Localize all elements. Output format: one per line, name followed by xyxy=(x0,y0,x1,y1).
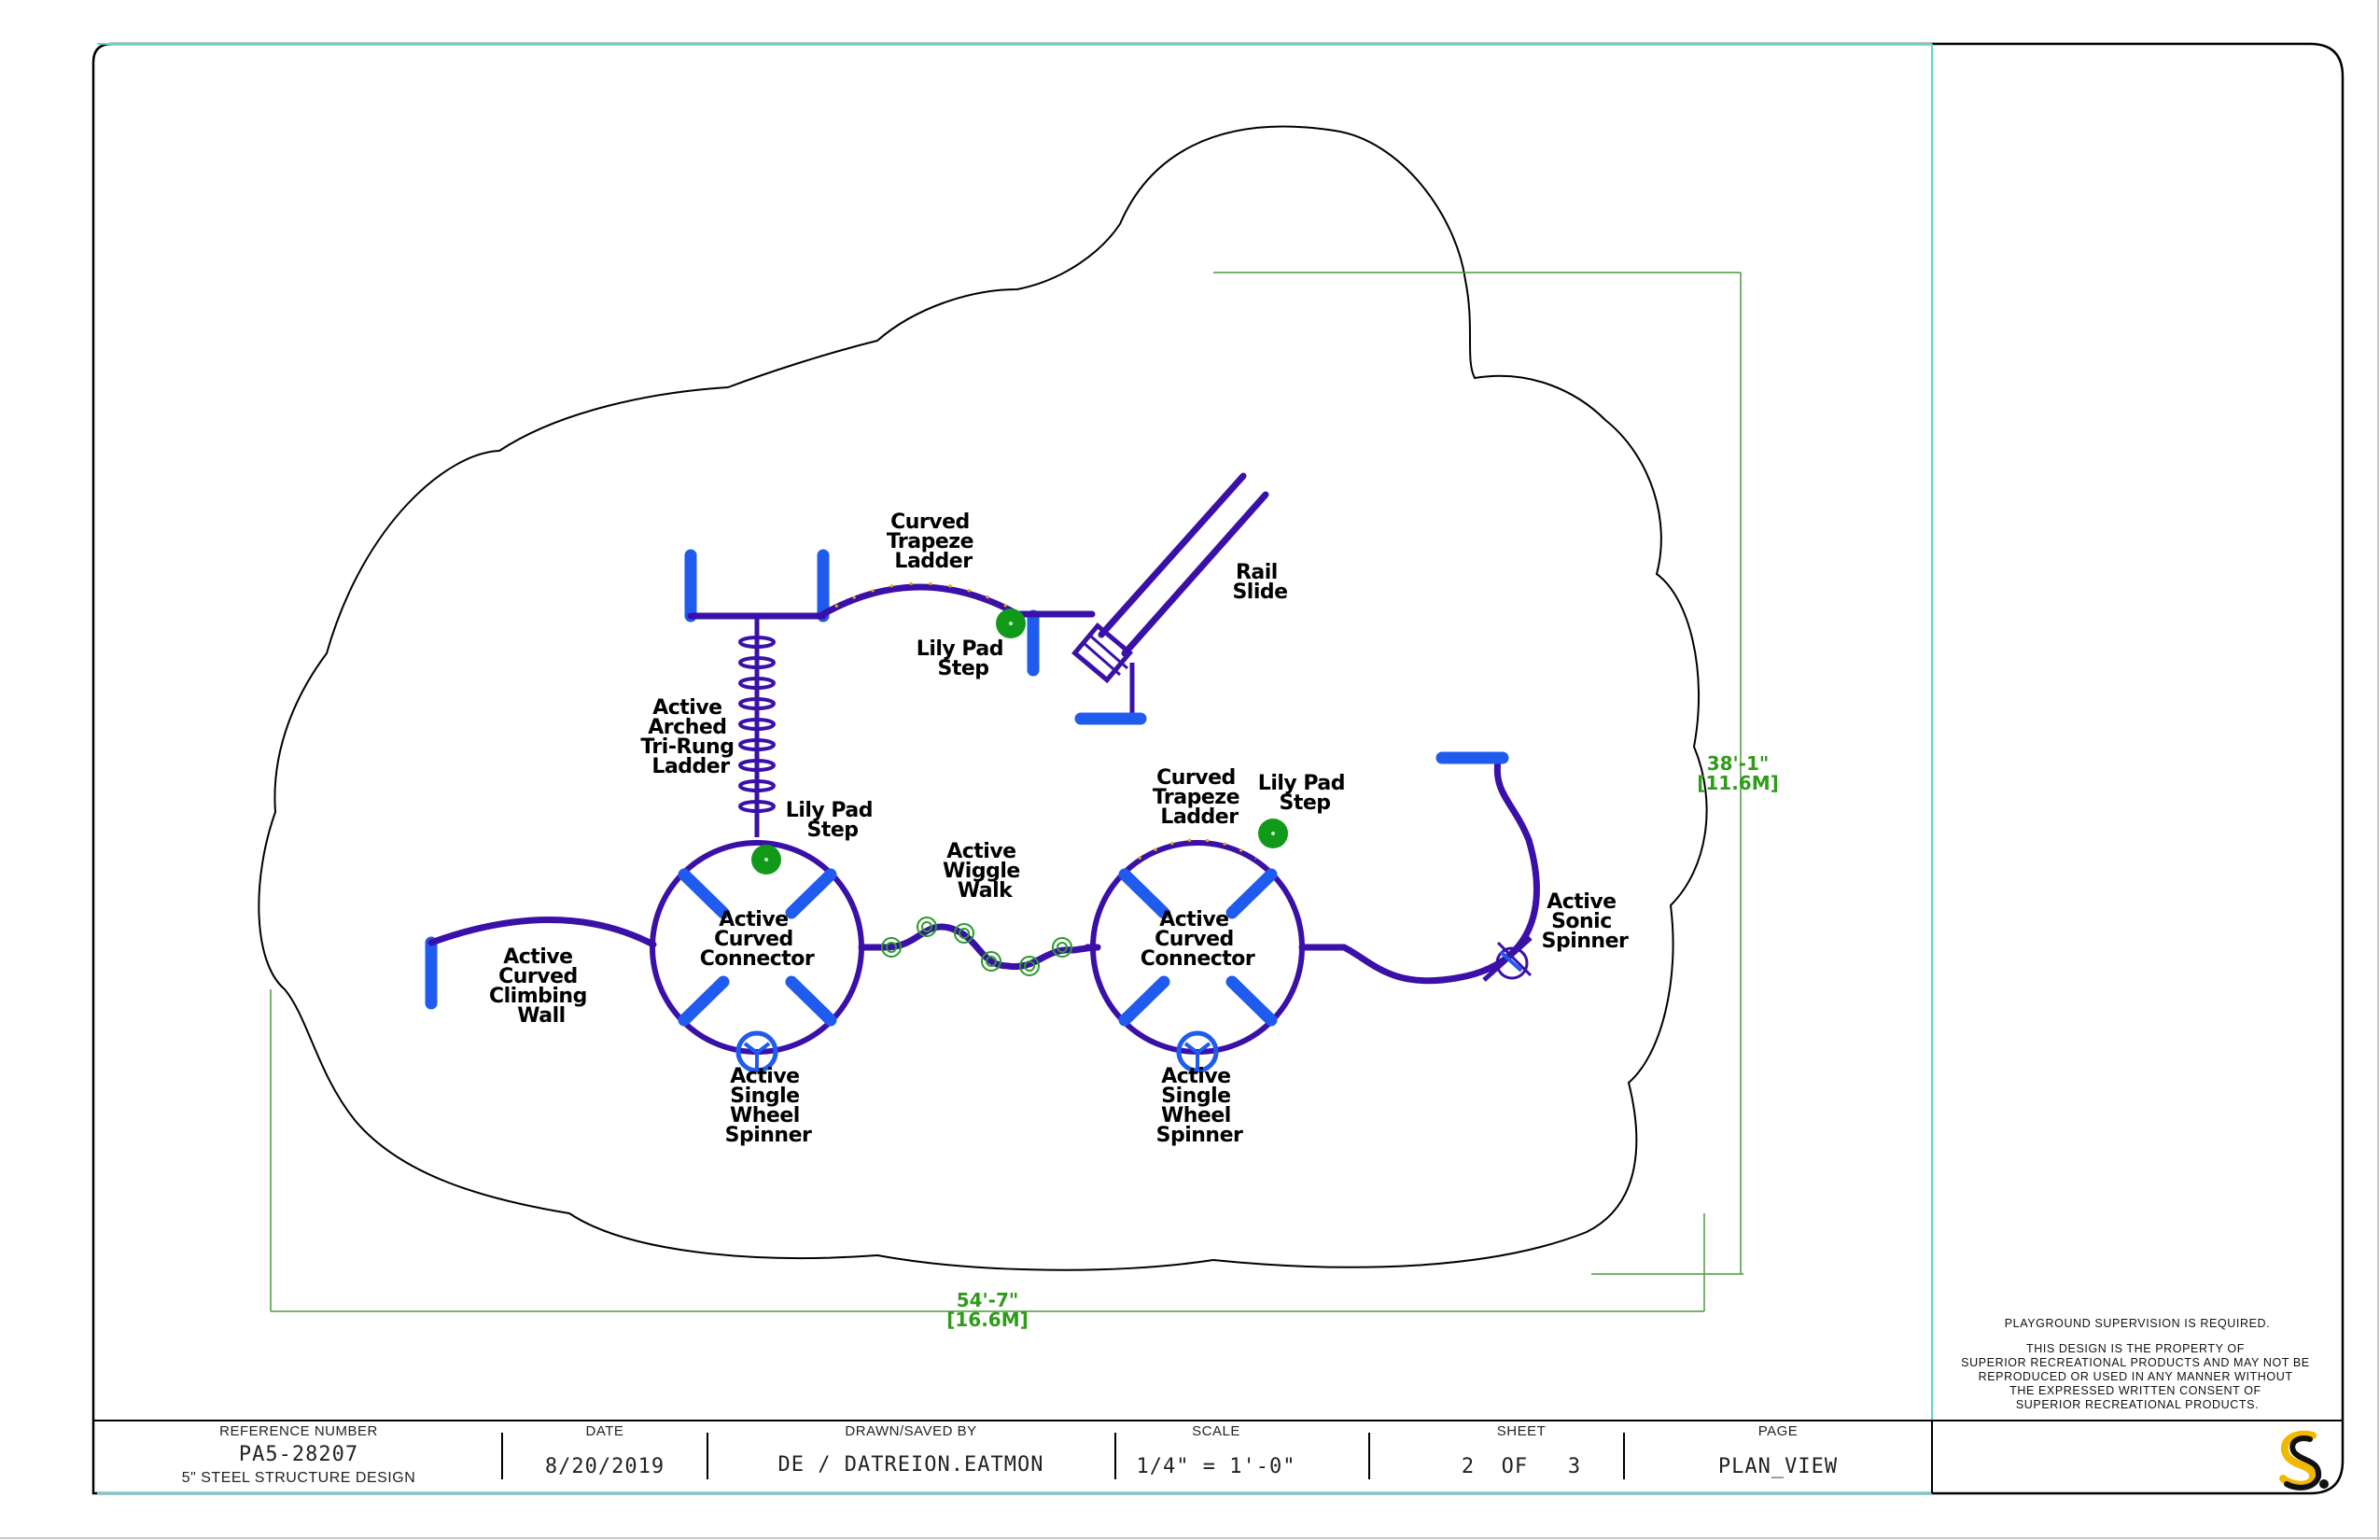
dimension-lines xyxy=(270,272,1743,1312)
svg-text:38'-1": 38'-1" xyxy=(1707,752,1770,775)
label-connector-right: Active Curved Connector xyxy=(1141,908,1255,971)
superior-s-logo-icon xyxy=(2279,1430,2329,1491)
title-block: REFERENCE NUMBER PA5-28207 5" STEEL STRU… xyxy=(182,1423,1838,1486)
curved-connector-right xyxy=(1084,840,1305,1055)
dimension-height: 38'-1" [11.6M] xyxy=(1697,752,1779,794)
drawing-border xyxy=(91,42,2345,1495)
label-wheel-spinner-left: Active Single Wheel Spinner xyxy=(725,1065,812,1147)
page-header: PAGE xyxy=(1758,1423,1799,1439)
scale-value: 1/4" = 1'-0" xyxy=(1137,1455,1296,1478)
label-lily-pad-top: Lily Pad Step xyxy=(917,637,1010,680)
label-curved-trapeze-top: Curved Trapeze Ladder xyxy=(887,511,980,573)
label-lily-pad-right: Lily Pad Step xyxy=(1258,772,1351,815)
svg-text:[11.6M]: [11.6M] xyxy=(1697,772,1779,794)
reference-sub: 5" STEEL STRUCTURE DESIGN xyxy=(182,1470,416,1486)
reference-value: PA5-28207 xyxy=(239,1443,358,1466)
legal-notes: PLAYGROUND SUPERVISION IS REQUIRED. THIS… xyxy=(1961,1317,2314,1411)
date-value: 8/20/2019 xyxy=(545,1455,665,1478)
supervision-note: PLAYGROUND SUPERVISION IS REQUIRED. xyxy=(2005,1317,2270,1330)
wheel-spinner-right xyxy=(1176,1030,1219,1073)
label-lily-pad-left: Lily Pad Step xyxy=(786,799,879,842)
wiggle-walk xyxy=(858,917,1101,976)
property-note: THIS DESIGN IS THE PROPERTY OF SUPERIOR … xyxy=(1961,1342,2314,1411)
label-curved-trapeze-right: Curved Trapeze Ladder xyxy=(1153,766,1246,829)
label-rail-slide: Rail Slide xyxy=(1232,561,1287,604)
dimension-width: 54'-7" [16.6M] xyxy=(946,1289,1029,1331)
label-climbing-wall: Active Curved Climbing Wall xyxy=(489,945,594,1028)
sheet-value: 2 OF 3 xyxy=(1462,1455,1581,1478)
label-sonic-spinner: Active Sonic Spinner xyxy=(1542,890,1629,953)
use-zone-boundary xyxy=(258,125,1708,1271)
drawn-value: DE / DATREION.EATMON xyxy=(778,1453,1044,1477)
label-wiggle-walk: Active Wiggle Walk xyxy=(943,840,1027,903)
page-value: PLAN_VIEW xyxy=(1718,1455,1838,1478)
sonic-spinner xyxy=(1298,751,1540,985)
arched-tri-rung-ladder xyxy=(738,616,776,837)
svg-text:[16.6M]: [16.6M] xyxy=(946,1309,1029,1331)
wheel-spinner-left xyxy=(735,1030,778,1073)
curved-trapeze-ladder-top xyxy=(819,581,1096,618)
drawn-header: DRAWN/SAVED BY xyxy=(845,1423,976,1439)
date-header: DATE xyxy=(586,1423,624,1439)
curved-climbing-wall xyxy=(425,917,657,1010)
label-wheel-spinner-right: Active Single Wheel Spinner xyxy=(1156,1065,1243,1147)
label-connector-left: Active Curved Connector xyxy=(700,908,815,971)
reference-header: REFERENCE NUMBER xyxy=(219,1423,378,1439)
rail-slide xyxy=(1071,472,1269,725)
scale-header: SCALE xyxy=(1192,1423,1240,1439)
label-arched-ladder: Active Arched Tri-Rung Ladder xyxy=(640,696,740,778)
sheet-header: SHEET xyxy=(1497,1423,1547,1439)
svg-text:54'-7": 54'-7" xyxy=(957,1289,1019,1311)
